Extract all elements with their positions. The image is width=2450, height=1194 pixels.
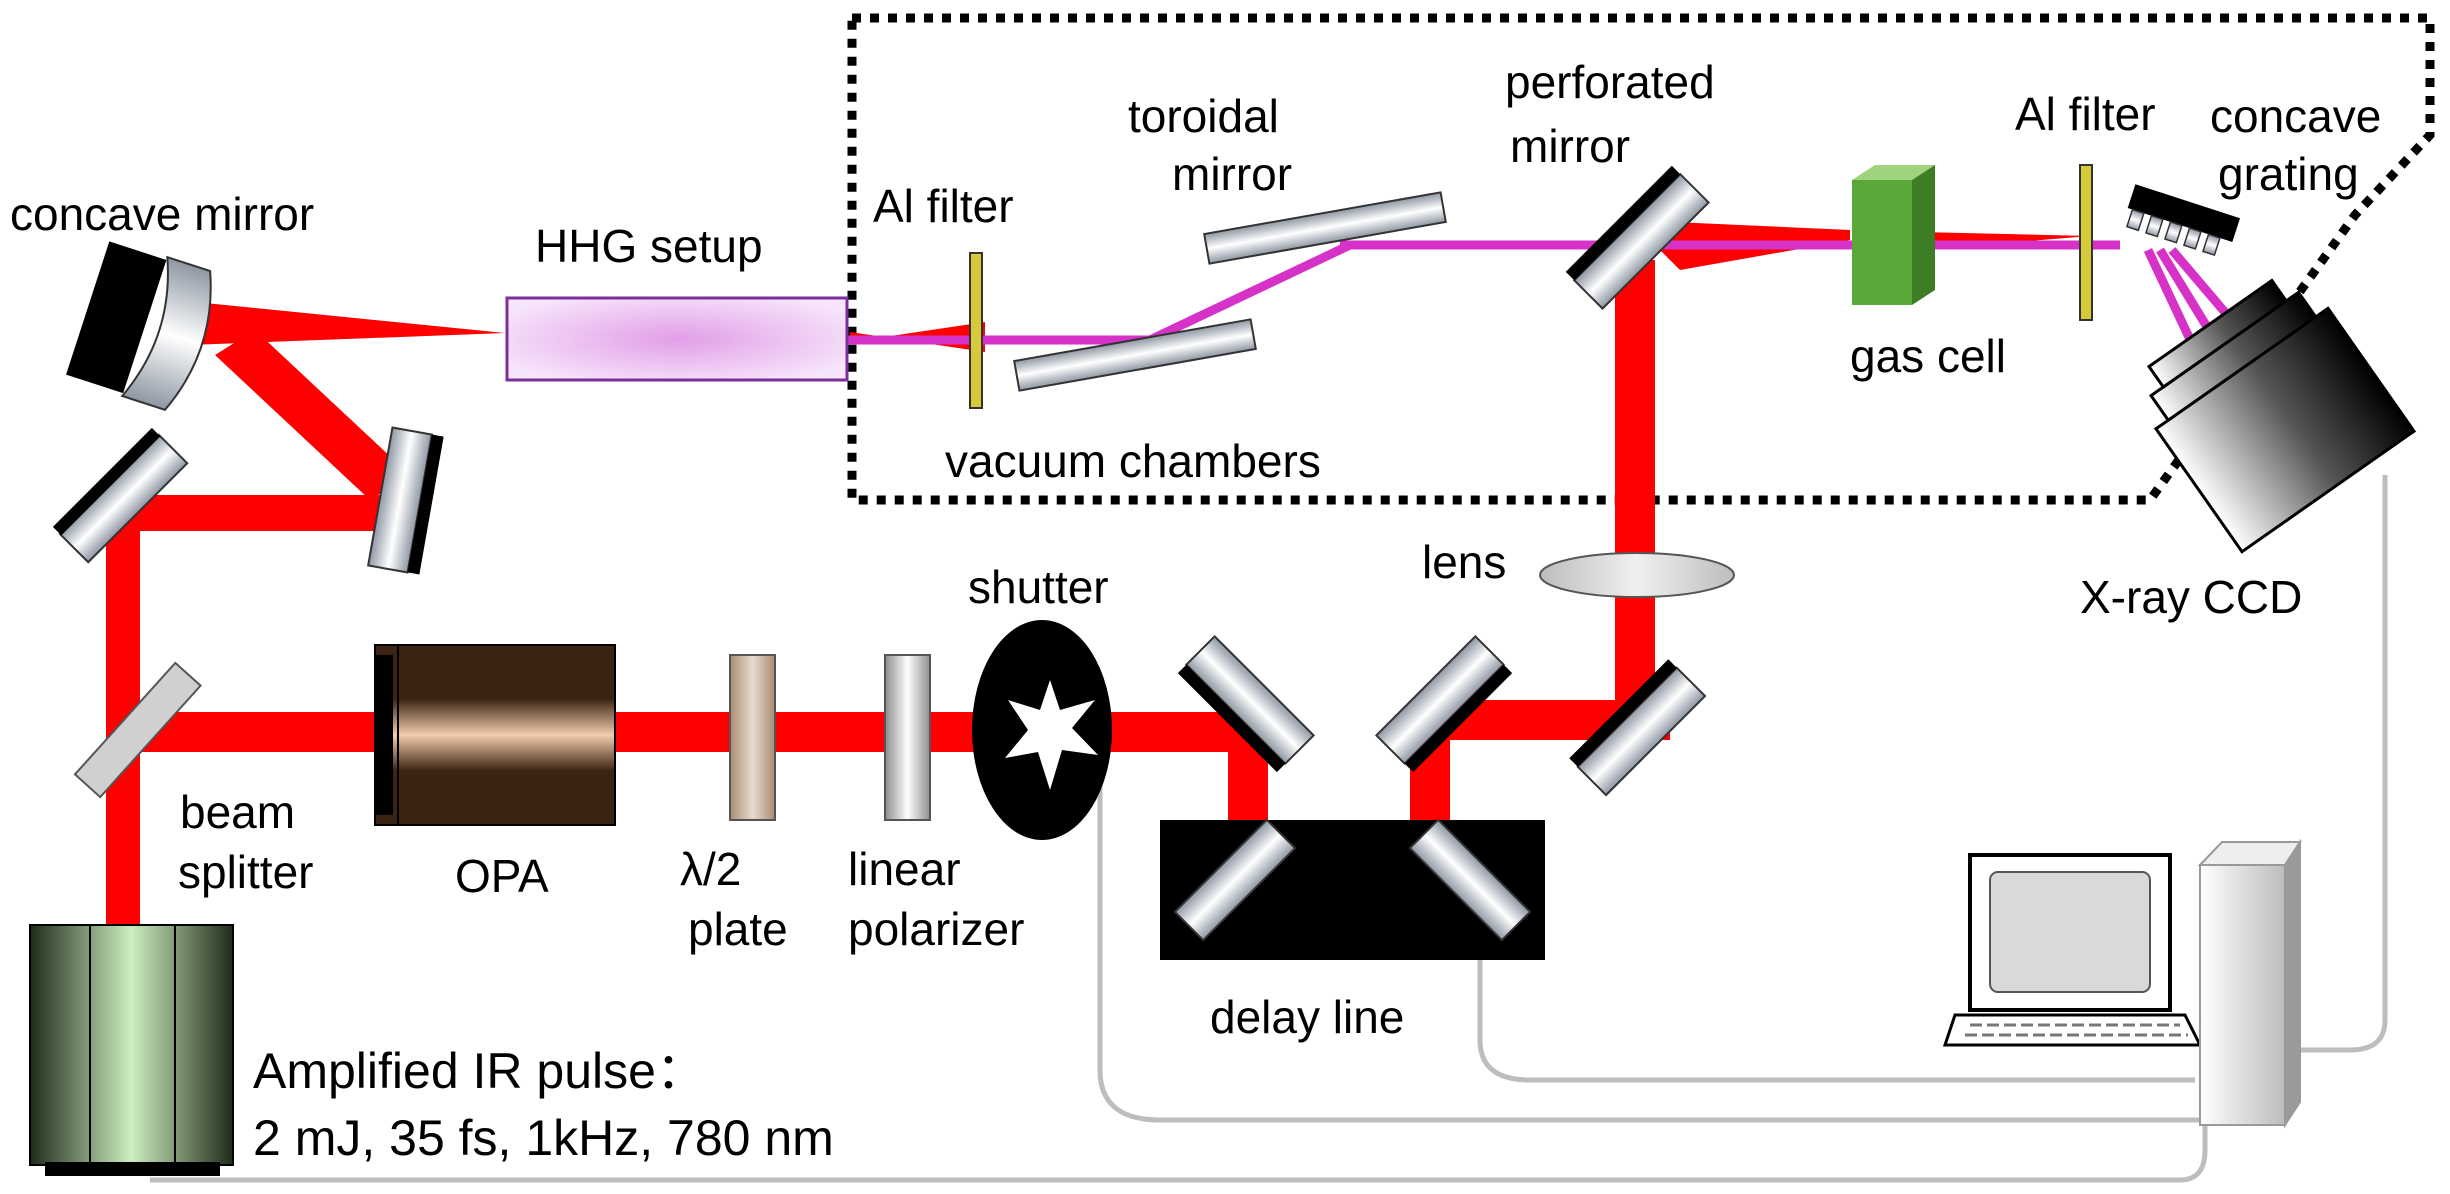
keyboard	[1942, 1013, 2203, 1047]
computer	[1942, 838, 2302, 1129]
label-delay-line: delay line	[1210, 991, 1404, 1043]
label-gas-cell: gas cell	[1850, 330, 2006, 382]
shutter	[972, 620, 1112, 840]
label-concave-grating-line1: concave	[2210, 90, 2381, 142]
fold-mirror-upper-right	[366, 426, 444, 575]
linear-polarizer	[884, 654, 931, 821]
label-half-wave-plate-line2: plate	[688, 903, 788, 955]
label-linear-polarizer-line2: polarizer	[848, 903, 1024, 955]
label-al-filter-2: Al filter	[2015, 88, 2156, 140]
cables	[150, 475, 2388, 1183]
shutter-star-icon	[1005, 680, 1098, 790]
label-al-filter-1: Al filter	[873, 180, 1014, 232]
opa	[374, 644, 616, 826]
al-filter-1	[969, 252, 983, 409]
label-linear-polarizer-line1: linear	[848, 843, 961, 895]
half-wave-plate	[729, 654, 776, 821]
ir-beam-to-focus	[175, 300, 505, 345]
label-half-wave-plate-line1: λ/2	[680, 843, 741, 895]
xray-ccd	[2146, 278, 2417, 554]
label-concave-mirror: concave mirror	[10, 188, 314, 240]
toroidal-mirror-upper	[1203, 191, 1447, 265]
label-beam-splitter-line2: splitter	[178, 846, 313, 898]
ir-beam-horizontal-mid-left	[125, 495, 395, 531]
toroidal-mirror-lower	[1013, 318, 1257, 392]
cable-shutter-to-pc	[1097, 775, 2205, 1123]
xuv-beam-diffracted-1	[2143, 248, 2200, 352]
ir-beam-vertical-right	[1615, 260, 1655, 730]
label-amplified-ir-line2: 2 mJ, 35 fs, 1kHz, 780 nm	[253, 1110, 834, 1166]
perforated-mirror	[1565, 165, 1711, 311]
cable-ccd-to-pc	[2295, 475, 2388, 1053]
label-vacuum-chambers: vacuum chambers	[945, 435, 1321, 487]
al-filter-2	[2079, 164, 2093, 321]
label-toroidal-mirror-line2: mirror	[1172, 148, 1292, 200]
fold-mirror-lower-right	[1569, 659, 1707, 797]
label-perforated-mirror-line1: perforated	[1505, 56, 1715, 108]
cable-delayline-to-pc	[1477, 960, 2195, 1083]
delay-mirror-upper-right	[1374, 634, 1513, 773]
amplifier	[29, 924, 234, 1176]
ir-beam-diagonal-upper	[215, 330, 410, 500]
label-concave-grating-line2: grating	[2218, 148, 2359, 200]
cable-amplifier-to-pc	[150, 1120, 2208, 1183]
gas-cell	[1852, 165, 1935, 305]
fold-mirror-upper-left	[52, 427, 189, 564]
labels: concave mirror HHG setup Al filter toroi…	[10, 56, 2381, 1166]
label-perforated-mirror-line2: mirror	[1510, 120, 1630, 172]
label-xray-ccd: X-ray CCD	[2080, 571, 2302, 623]
label-shutter: shutter	[968, 561, 1109, 613]
delay-mirror-upper-left	[1177, 634, 1316, 773]
pc-tower	[2199, 864, 2286, 1126]
label-opa: OPA	[455, 850, 549, 902]
label-lens: lens	[1422, 536, 1506, 588]
beam-splitter	[73, 661, 203, 799]
label-amplified-ir-line1: Amplified IR pulse：	[253, 1043, 706, 1099]
label-hhg-setup: HHG setup	[535, 220, 763, 272]
vacuum-chamber-outline	[847, 13, 2435, 505]
concave-mirror	[66, 241, 212, 412]
concave-grating	[2125, 184, 2241, 257]
label-toroidal-mirror-line1: toroidal	[1128, 90, 1279, 142]
lens	[1539, 552, 1735, 598]
label-beam-splitter-line1: beam	[180, 786, 295, 838]
xuv-beam	[845, 240, 2244, 352]
monitor-screen	[1989, 871, 2151, 993]
xuv-beam-toroidal-diagonal	[1148, 240, 1352, 345]
delay-line	[1160, 818, 1545, 960]
hhg-setup	[505, 296, 849, 382]
